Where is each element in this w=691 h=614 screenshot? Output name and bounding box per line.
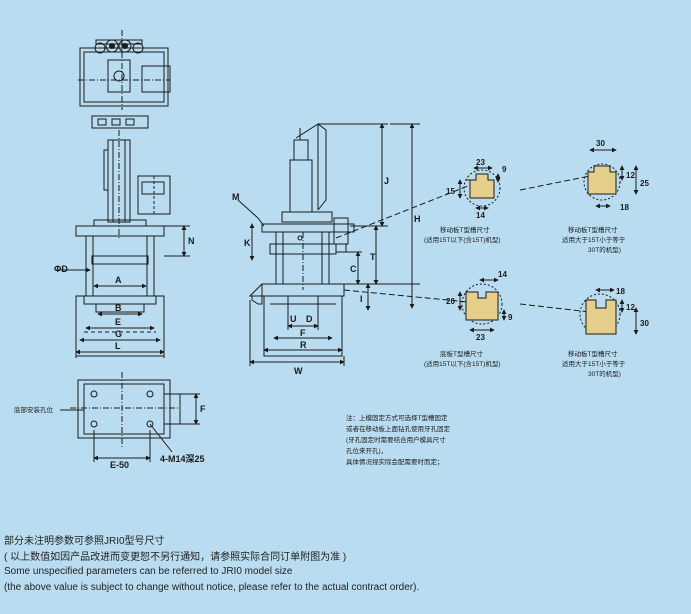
gear-icon	[132, 42, 144, 54]
bl-caption-1: 底板T型槽尺寸	[440, 349, 483, 358]
side-base-top	[248, 283, 345, 297]
bl-dim-20: 20	[446, 297, 455, 306]
tr-dim-12: 12	[626, 171, 635, 180]
tl-dim-23: 23	[476, 158, 485, 167]
dim-i: I	[360, 294, 363, 304]
gear-icon	[94, 42, 106, 54]
tl-caption-1: 移动板T型槽尺寸	[440, 225, 490, 234]
tr-dim-30: 30	[596, 139, 605, 148]
footer-line-2: ( 以上数值如因产品改进而变更恕不另行通知，请参照实际合同订单附图为准 )	[4, 552, 347, 563]
top-platen	[75, 225, 165, 237]
t-slot-bottom-left	[457, 277, 507, 333]
dim-u: U	[290, 314, 297, 324]
note-line-3: (牙孔固定时需要结合用户模具尺寸	[346, 435, 446, 444]
t-slot-top-right	[583, 147, 639, 209]
tl-dim-9: 9	[502, 165, 507, 174]
br-dim-12: 12	[626, 303, 635, 312]
note-line-1: 注：上模固定方式可选择T型槽固定	[346, 413, 448, 422]
tr-dim-18: 18	[620, 203, 629, 212]
tl-caption-2: (适用15T以下(含15T)机型)	[424, 235, 501, 244]
t-slot-labels: 23 9 15 14 移动板T型槽尺寸 (适用15T以下(含15T)机型) 30…	[424, 139, 649, 378]
dim-m: M	[232, 192, 240, 202]
front-view-labels: ΦD A B E G L N E-50 F 4-M14深25 底部安装孔位	[14, 236, 206, 470]
mid-plate	[91, 115, 149, 129]
dim-k: K	[244, 238, 251, 248]
hole-note: 底部安装孔位	[14, 405, 54, 414]
dim-b: B	[115, 303, 122, 313]
tl-dim-15: 15	[446, 187, 455, 196]
t-slot-bottom-right	[579, 287, 639, 335]
br-caption-1: 移动板T型槽尺寸	[568, 349, 618, 358]
note-line-5: 具体情况视实际会配需要时而定；	[346, 457, 444, 466]
side-view-labels: M J H C T K I U D F R W	[232, 176, 421, 376]
moving-plate	[91, 255, 149, 265]
dim-a: A	[115, 275, 122, 285]
bl-dim-14: 14	[498, 270, 507, 279]
tr-dim-25: 25	[640, 179, 649, 188]
footer-line-1: 部分未注明参数可参照JRI0型号尺寸	[4, 536, 165, 547]
column-right	[146, 235, 155, 297]
footer-line-4: (the above value is subject to change wi…	[4, 582, 420, 593]
front-view	[56, 30, 200, 462]
dim-m14: 4-M14深25	[160, 453, 205, 464]
note-line-2: 或者在移动板上面钻孔使用牙孔固定	[346, 424, 451, 433]
br-caption-3: 30T的机型)	[588, 369, 621, 378]
bl-dim-23: 23	[476, 333, 485, 342]
dim-e50: E-50	[110, 460, 129, 470]
br-caption-2: 适用大于15T小于等于	[562, 359, 626, 368]
side-base	[263, 295, 343, 357]
tr-caption-3: 30T的机型)	[588, 245, 621, 254]
footer-line-3: Some unspecified parameters can be refer…	[4, 566, 293, 577]
dim-w: W	[294, 366, 303, 376]
dim-f2: F	[300, 328, 306, 338]
column-left	[85, 235, 94, 297]
dim-l: L	[115, 341, 121, 351]
bl-dim-9: 9	[508, 313, 513, 322]
dim-n: N	[188, 236, 195, 246]
dim-e: E	[115, 317, 121, 327]
dim-r: R	[300, 340, 307, 350]
t-slot-top-left	[457, 165, 501, 211]
note-line-4: 孔位来开孔)，	[346, 446, 387, 455]
mounting-note: 注：上模固定方式可选择T型槽固定 或者在移动板上面钻孔使用牙孔固定 (牙孔固定时…	[346, 413, 451, 466]
dim-j: J	[384, 176, 389, 186]
tl-dim-14: 14	[476, 211, 485, 220]
side-cylinder	[289, 159, 313, 213]
dim-h: H	[414, 214, 421, 224]
dim-f: F	[200, 404, 206, 414]
br-dim-30: 30	[640, 319, 649, 328]
motor-box	[141, 65, 171, 93]
dim-d: ΦD	[54, 264, 68, 274]
side-view	[237, 123, 591, 366]
bottom-view-box	[77, 379, 171, 439]
side-top-platen	[261, 223, 355, 233]
bl-caption-2: (适用15T以下(含15T)机型)	[424, 359, 501, 368]
br-dim-18: 18	[616, 287, 625, 296]
dim-d2: D	[306, 314, 313, 324]
tr-caption-1: 移动板T型槽尺寸	[568, 225, 618, 234]
dim-c: C	[350, 264, 357, 274]
tr-caption-2: 适用大于15T小于等于	[562, 235, 626, 244]
dim-g: G	[115, 329, 122, 339]
dim-t: T	[370, 252, 376, 262]
